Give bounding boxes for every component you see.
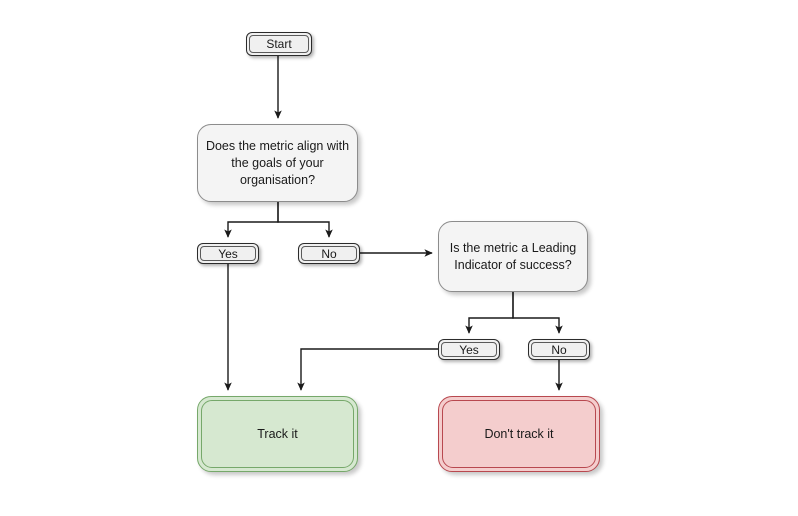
yes2-to-track [297, 348, 438, 391]
node-decision-leading-indicator[interactable]: Is the metric a Leading Indicator of suc… [438, 221, 588, 292]
node-branch-no-leading-label: No [551, 342, 567, 357]
decision2-fork-yes [465, 292, 514, 334]
node-start-label: Start [266, 37, 292, 51]
node-branch-no-leading[interactable]: No [528, 339, 590, 360]
node-outcome-dont-track-it-label: Don't track it [484, 426, 554, 441]
node-outcome-track-it-label: Track it [257, 426, 298, 441]
node-decision-leading-indicator-label: Is the metric a Leading Indicator of suc… [449, 240, 577, 272]
node-branch-yes-leading-label: Yes [459, 342, 479, 357]
node-start[interactable]: Start [246, 32, 312, 56]
node-branch-yes-goals-label: Yes [218, 246, 238, 261]
node-branch-no-goals-label: No [321, 246, 337, 261]
decision1-fork-yes [224, 202, 279, 238]
node-decision-align-with-goals-label: Does the metric align with the goals of … [205, 138, 350, 187]
decision2-fork-no [512, 292, 563, 334]
decision1-fork-no [277, 202, 333, 238]
node-outcome-track-it[interactable]: Track it [197, 396, 358, 472]
node-outcome-dont-track-it[interactable]: Don't track it [438, 396, 600, 472]
node-branch-no-goals[interactable]: No [298, 243, 360, 264]
node-branch-yes-goals[interactable]: Yes [197, 243, 259, 264]
node-branch-yes-leading[interactable]: Yes [438, 339, 500, 360]
node-decision-align-with-goals[interactable]: Does the metric align with the goals of … [197, 124, 358, 202]
